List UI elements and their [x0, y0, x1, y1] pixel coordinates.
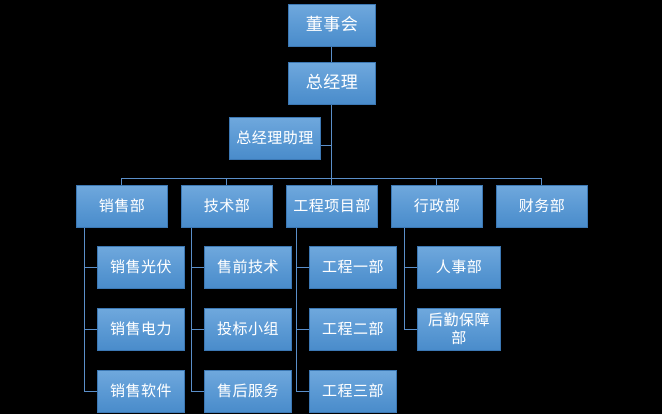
connector-tech-spine	[191, 228, 192, 391]
node-project-child-2-label: 工程二部	[321, 319, 384, 338]
node-tech-child-2[interactable]: 投标小组	[204, 308, 292, 351]
connector-project-child-1	[296, 267, 309, 268]
node-project-child-2[interactable]: 工程二部	[309, 308, 397, 351]
node-tech-child-1-label: 售前技术	[216, 257, 279, 276]
node-tech-child-3-label: 售后服务	[216, 381, 279, 400]
node-department-project[interactable]: 工程项目部	[286, 185, 378, 228]
node-sales-child-3-label: 销售软件	[109, 381, 172, 400]
node-general-manager[interactable]: 总经理	[288, 62, 376, 105]
connector-tech-child-1	[191, 267, 204, 268]
node-general-manager-label: 总经理	[305, 73, 359, 94]
connector-sales-child-3	[84, 391, 97, 392]
connector-admin-child-1	[404, 267, 417, 268]
node-department-finance-label: 财务部	[518, 196, 566, 215]
connector-board-to-gm	[331, 47, 332, 62]
node-sales-child-2-label: 销售电力	[109, 319, 172, 338]
node-department-sales[interactable]: 销售部	[76, 185, 168, 228]
node-sales-child-1-label: 销售光伏	[109, 257, 172, 276]
node-department-admin-label: 行政部	[413, 196, 461, 215]
connector-bus-to-finance	[541, 178, 542, 185]
node-department-tech[interactable]: 技术部	[181, 185, 273, 228]
connector-bus-to-admin	[436, 178, 437, 185]
node-project-child-1-label: 工程一部	[321, 257, 384, 276]
connector-sales-child-1	[84, 267, 97, 268]
node-tech-child-2-label: 投标小组	[216, 319, 279, 338]
connector-project-child-3	[296, 391, 309, 392]
node-tech-child-1[interactable]: 售前技术	[204, 246, 292, 289]
node-department-admin[interactable]: 行政部	[391, 185, 483, 228]
node-department-sales-label: 销售部	[98, 196, 146, 215]
node-gm-assistant[interactable]: 总经理助理	[229, 117, 321, 160]
node-department-finance[interactable]: 财务部	[496, 185, 588, 228]
connector-project-spine	[296, 228, 297, 391]
node-admin-child-1-label: 人事部	[435, 257, 483, 276]
connector-admin-spine	[404, 228, 405, 329]
connector-sales-spine	[84, 228, 85, 391]
node-project-child-3[interactable]: 工程三部	[309, 370, 397, 413]
connector-sales-child-2	[84, 329, 97, 330]
connector-gm-to-assistant	[321, 145, 332, 146]
connector-gm-trunk	[331, 105, 332, 179]
connector-bus-to-sales	[121, 178, 122, 185]
node-admin-child-2[interactable]: 后勤保障部	[417, 308, 501, 351]
node-project-child-1[interactable]: 工程一部	[309, 246, 397, 289]
connector-project-child-2	[296, 329, 309, 330]
node-tech-child-3[interactable]: 售后服务	[204, 370, 292, 413]
node-sales-child-2[interactable]: 销售电力	[97, 308, 185, 351]
node-sales-child-3[interactable]: 销售软件	[97, 370, 185, 413]
node-admin-child-1[interactable]: 人事部	[417, 246, 501, 289]
connector-bus-to-tech	[226, 178, 227, 185]
connector-admin-child-2	[404, 329, 417, 330]
node-board[interactable]: 董事会	[288, 4, 376, 47]
node-board-label: 董事会	[305, 15, 359, 36]
connector-bus-to-project	[331, 178, 332, 185]
node-department-project-label: 工程项目部	[293, 196, 371, 215]
node-sales-child-1[interactable]: 销售光伏	[97, 246, 185, 289]
connector-tech-child-3	[191, 391, 204, 392]
node-project-child-3-label: 工程三部	[321, 381, 384, 400]
node-department-tech-label: 技术部	[203, 196, 251, 215]
node-admin-child-2-label: 后勤保障部	[427, 310, 490, 347]
node-gm-assistant-label: 总经理助理	[236, 128, 314, 147]
connector-tech-child-2	[191, 329, 204, 330]
